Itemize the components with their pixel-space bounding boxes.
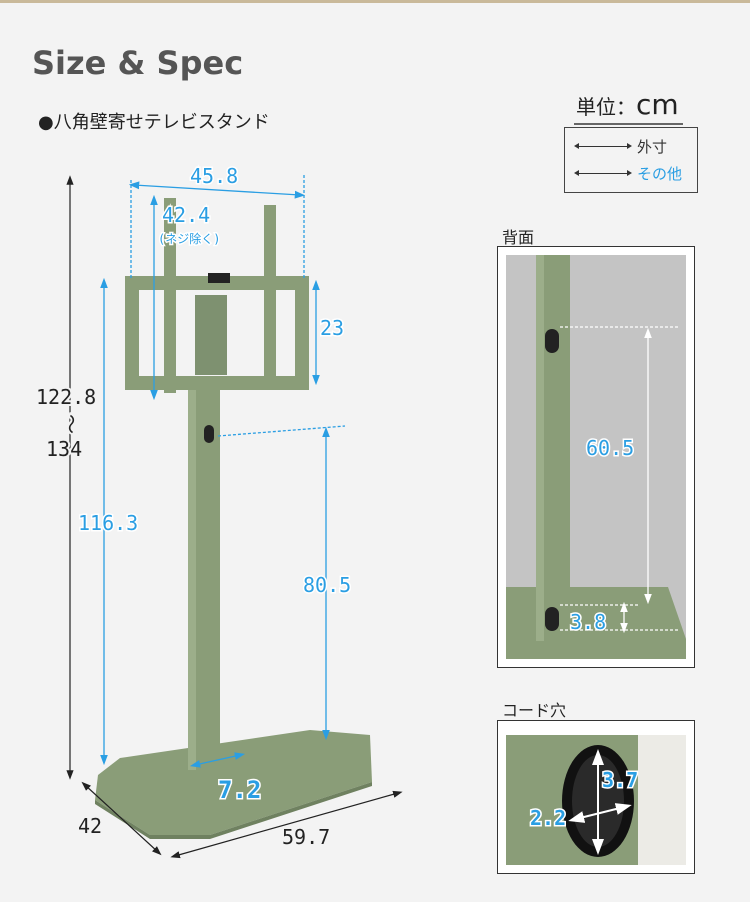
back-view-title: 背面: [502, 228, 535, 247]
legend-other: その他: [637, 165, 683, 183]
legend-outer: 外寸: [637, 138, 668, 156]
double-arrow-icon: [574, 143, 632, 149]
double-arrow-icon: [574, 170, 632, 176]
dim-hole-spacing: 60.5: [586, 436, 634, 460]
dim-base-depth: 42: [78, 814, 102, 838]
dim-height-min: 122.8: [36, 385, 96, 409]
top-border: [0, 0, 750, 3]
dim-pole-width: 7.2: [218, 776, 261, 804]
dim-bottom-offset: 3.8: [570, 610, 606, 634]
cord-hole-panel: 3.7 2.2: [497, 720, 695, 874]
page-title: Size & Spec: [32, 44, 244, 82]
dim-width-top: 45.8: [190, 164, 238, 188]
cord-hole-image: 3.7 2.2: [506, 735, 686, 865]
dim-height-max: 134: [46, 437, 82, 461]
stand-diagram: 45.8 42.4 (ネジ除く) 23 116.3 80.5 7.2 122.8…: [34, 163, 403, 859]
dim-lower-height: 80.5: [303, 573, 351, 597]
dim-vesa-height: 42.4: [162, 203, 210, 227]
stand-base: [95, 730, 372, 835]
dim-vesa-note: (ネジ除く): [158, 231, 220, 246]
dim-hole-width: 2.2: [530, 806, 566, 830]
dim-pole-height: 116.3: [78, 511, 138, 535]
back-view-image: 60.5 3.8: [506, 255, 686, 659]
cord-hole-title: コード穴: [502, 701, 567, 720]
unit-label: 単位：cm: [574, 88, 683, 125]
dim-hole-height: 3.7: [602, 768, 638, 792]
dim-base-width: 59.7: [282, 825, 330, 849]
back-view-panel: 60.5 3.8: [497, 246, 695, 668]
product-name: ●八角壁寄せテレビスタンド: [38, 112, 270, 133]
dim-bracket-height: 23: [320, 316, 344, 340]
dimension-legend: 外寸 その他: [564, 127, 698, 193]
dim-height-tilde: 〜: [59, 414, 83, 434]
